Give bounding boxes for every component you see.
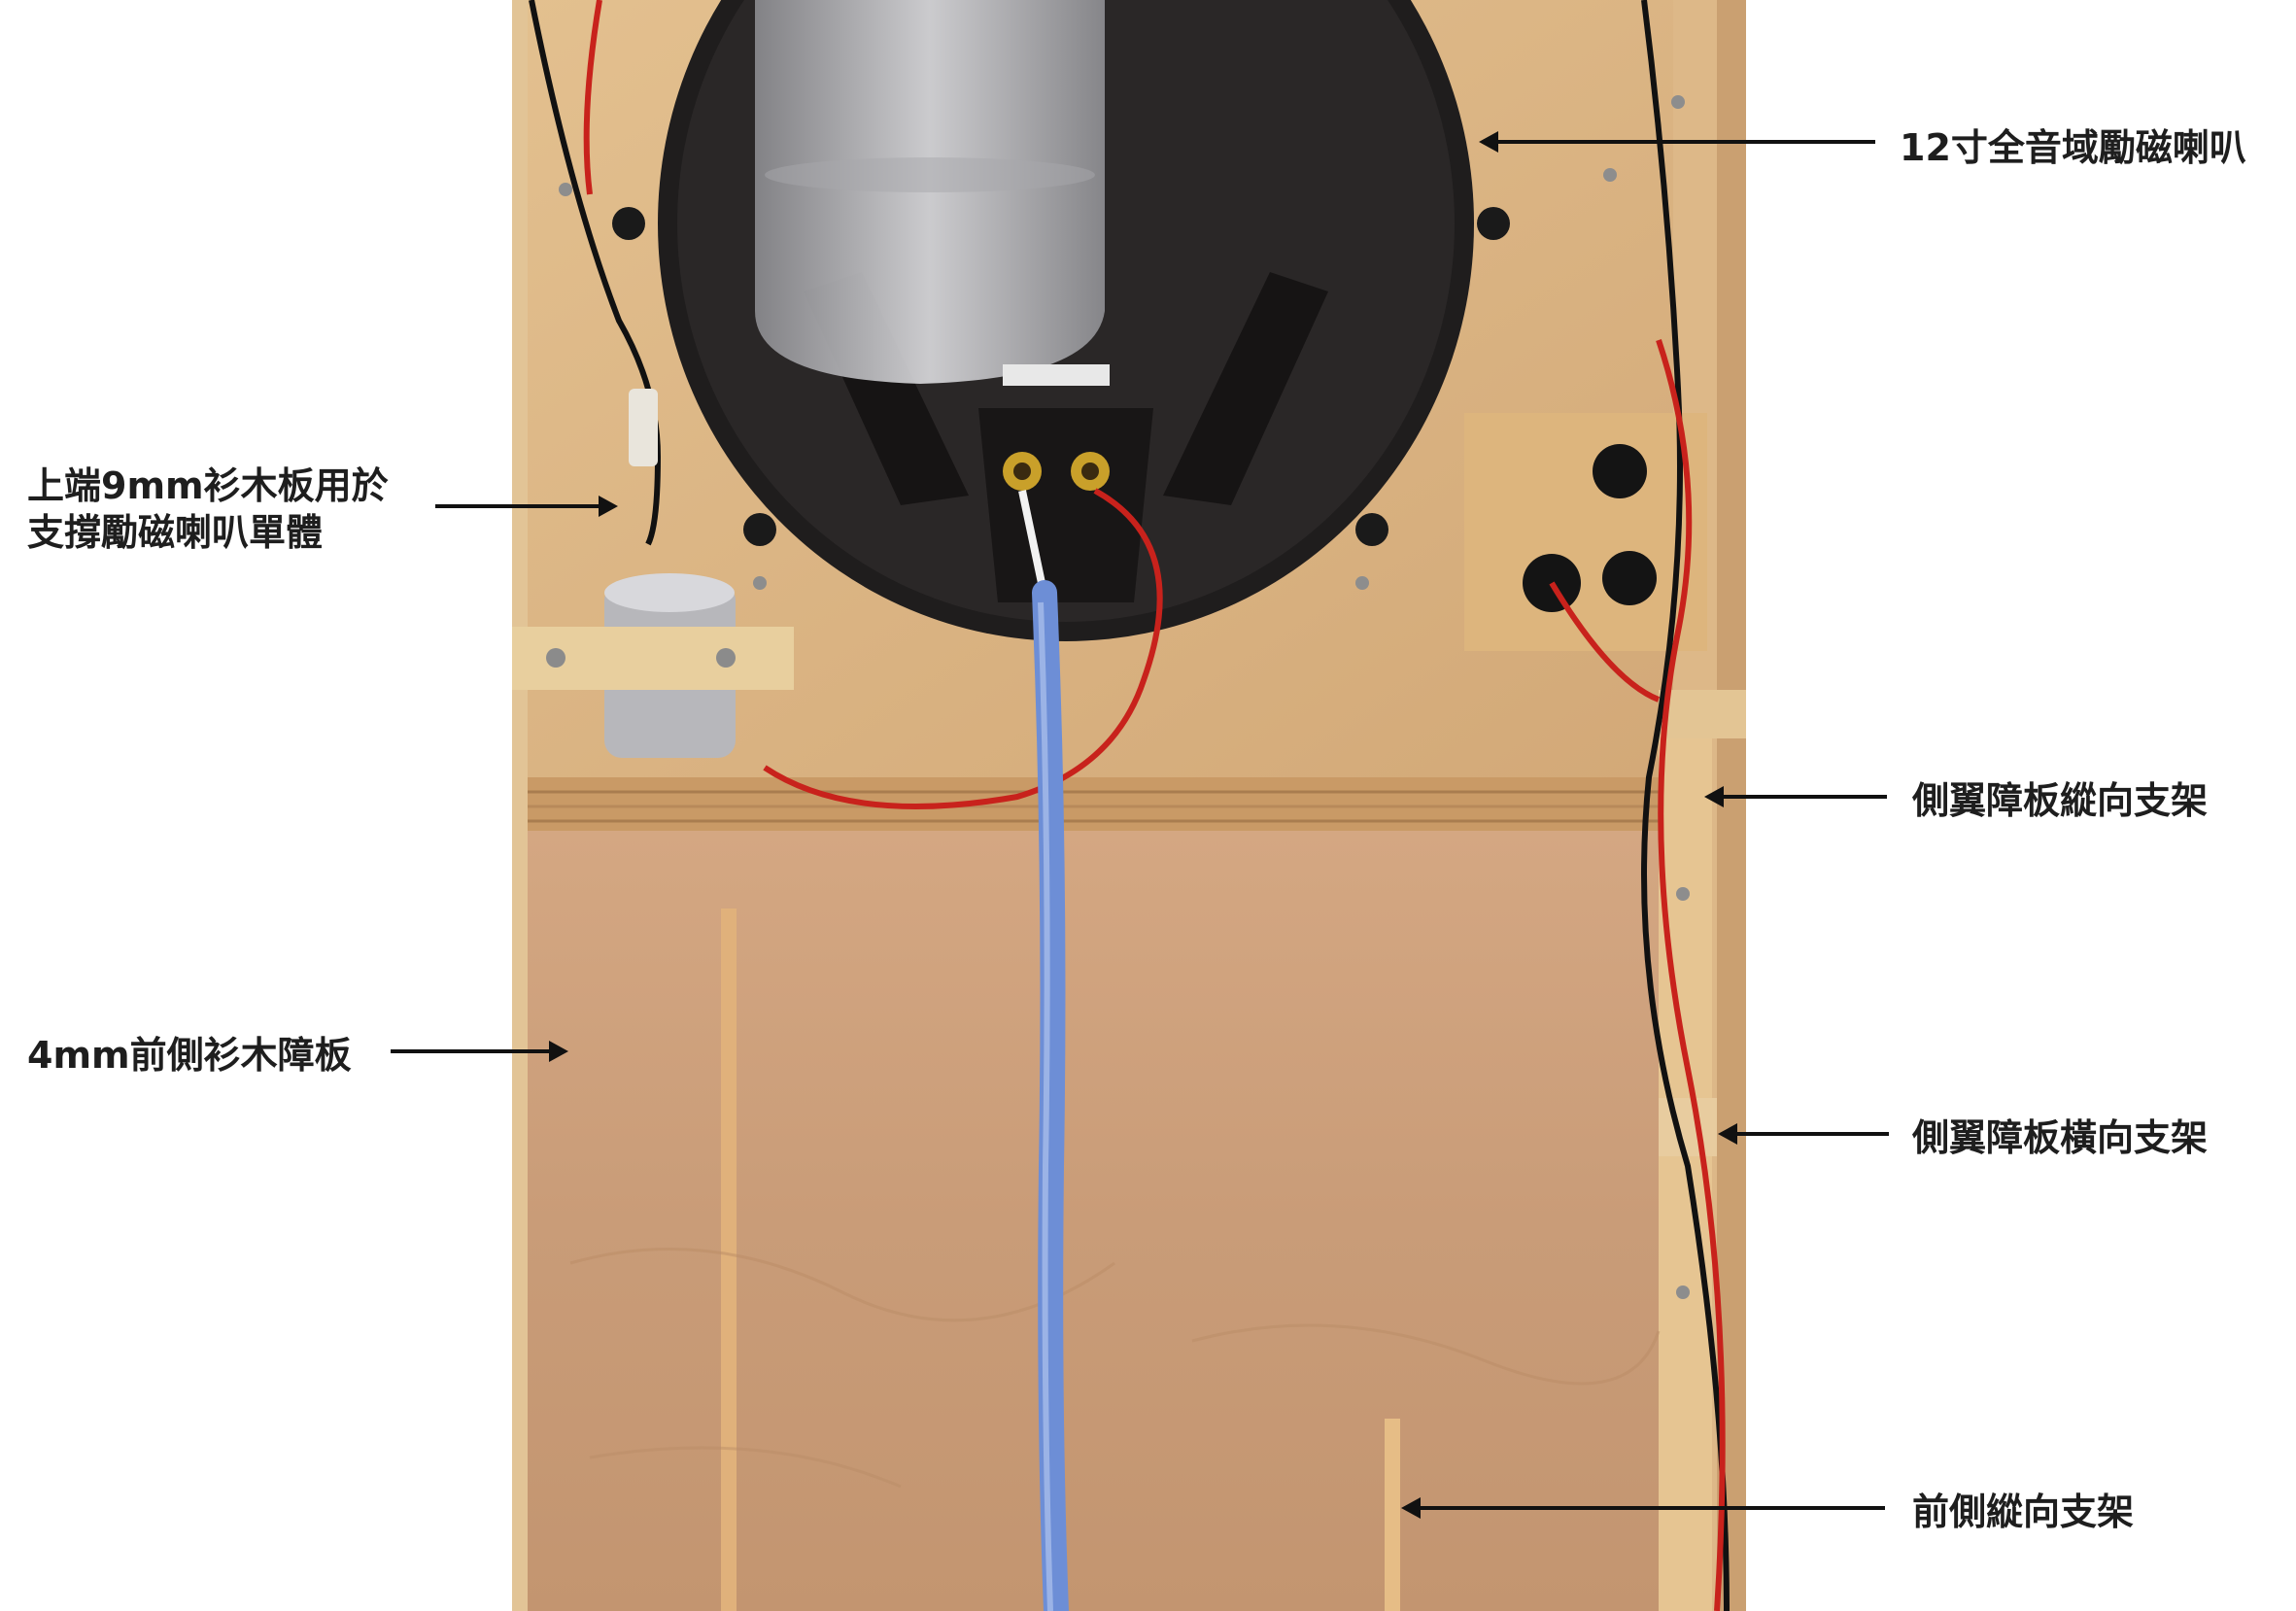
front-vertical-brace-right <box>1385 1419 1400 1611</box>
arrow-side-horizontal <box>1718 1123 1889 1145</box>
label-driver: 12寸全音域勵磁喇叭 <box>1900 126 2246 169</box>
front-baffle-panel <box>526 831 1692 1611</box>
label-top-board-line2: 支撐勵磁喇叭單體 <box>27 511 324 554</box>
label-side-vertical: 側翼障板縱向支架 <box>1912 779 2209 822</box>
label-front-vertical: 前側縱向支架 <box>1912 1491 2135 1533</box>
red-wire <box>763 488 1163 809</box>
black-wire-left <box>529 0 662 546</box>
speaker-cabinet-photo <box>512 0 1746 1611</box>
label-front-baffle: 4mm前側衫木障板 <box>27 1034 352 1077</box>
mounting-knob <box>612 207 645 240</box>
terminal-box <box>1464 413 1707 651</box>
blue-speaker-cable <box>1032 580 1069 1611</box>
board-edge <box>526 777 1692 831</box>
driver-label-plate <box>1003 364 1110 386</box>
label-side-horizontal: 側翼障板橫向支架 <box>1912 1116 2209 1159</box>
capacitor-left <box>629 389 658 466</box>
label-top-board-line1: 上端9mm衫木板用於 <box>27 464 389 507</box>
right-wire-bundle <box>1641 0 1730 1611</box>
front-vertical-brace-left <box>721 908 737 1611</box>
arrow-side-vertical <box>1704 786 1887 807</box>
arrow-front-vertical <box>1401 1497 1885 1519</box>
arrow-top-board <box>435 496 618 517</box>
side-cross-brace <box>1659 1098 1717 1156</box>
label-top-board: 上端9mm衫木板用於 支撐勵磁喇叭單體 <box>27 463 389 556</box>
arrow-driver <box>1479 131 1875 153</box>
arrow-front-baffle <box>391 1041 568 1062</box>
